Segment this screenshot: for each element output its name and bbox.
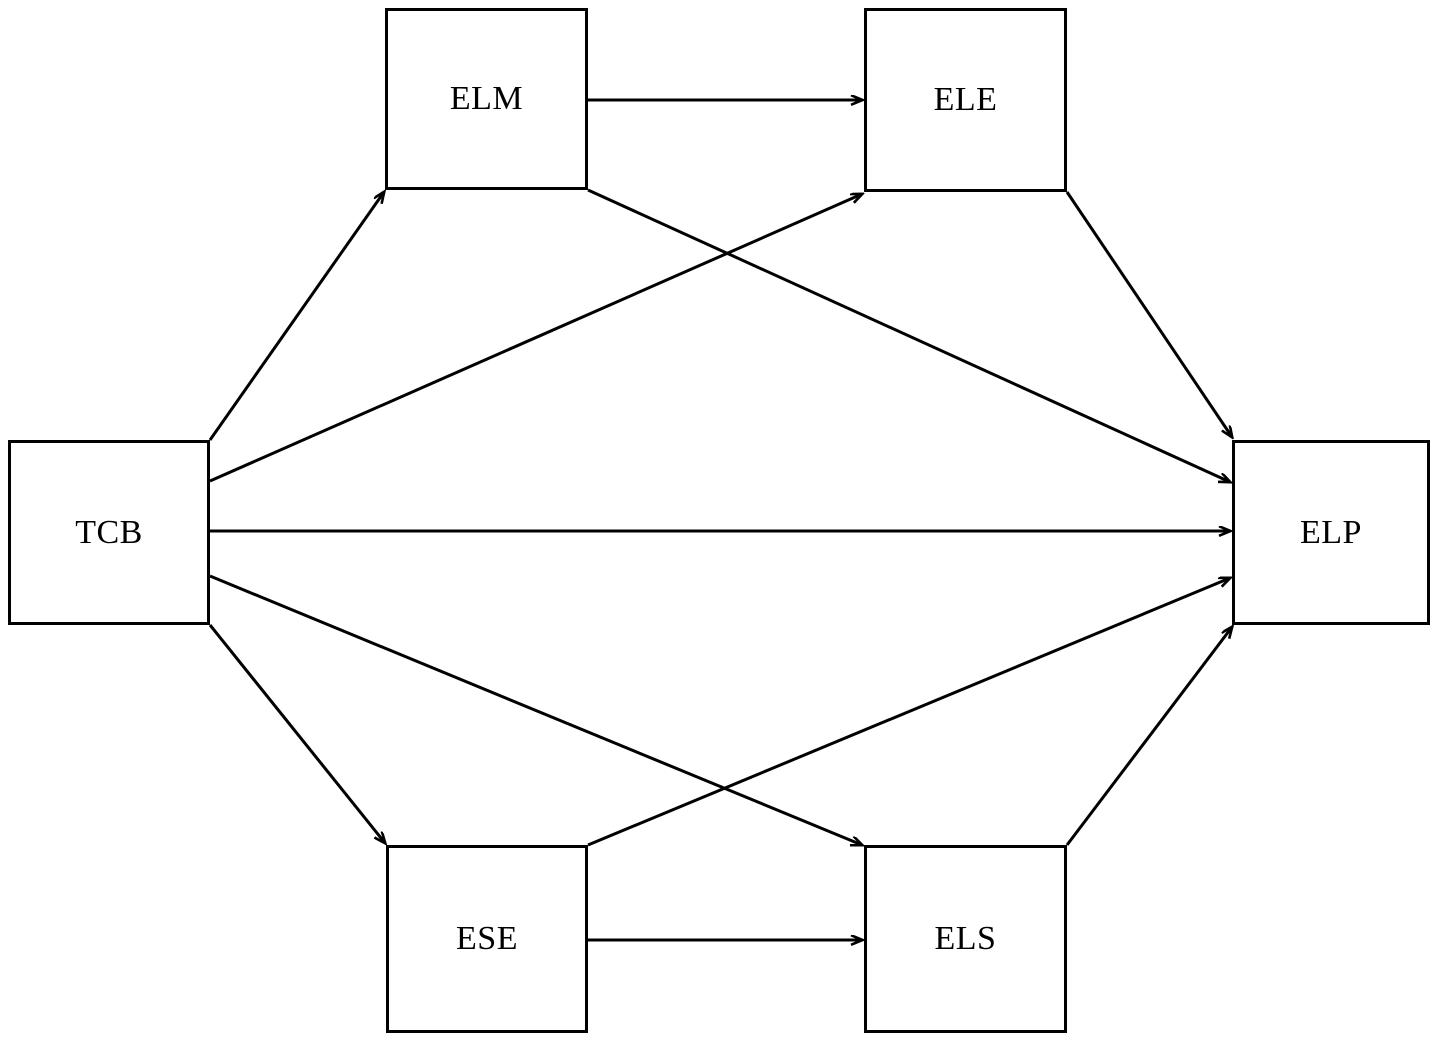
edge-tcb-to-ele [209,194,862,483]
node-ele[interactable]: ELE [864,8,1067,192]
edge-elm-to-elp [587,188,1230,482]
node-els-label: ELS [934,920,997,957]
node-ese-label: ESE [456,920,518,957]
node-elp-label: ELP [1300,513,1362,551]
node-els[interactable]: ELS [864,845,1067,1033]
node-elp[interactable]: ELP [1232,440,1430,625]
node-elm[interactable]: ELM [385,8,588,190]
edge-tcb-to-elm [208,192,384,441]
node-ele-label: ELE [933,81,998,118]
edge-tcb-to-ese [208,624,385,843]
edge-els-to-elp [1065,627,1232,846]
node-elm-label: ELM [449,80,524,117]
edge-ese-to-elp [587,578,1230,847]
node-tcb-label: TCB [75,513,143,551]
edge-group [208,100,1232,940]
node-ese[interactable]: ESE [386,845,588,1033]
edge-tcb-to-els [209,574,862,845]
node-tcb[interactable]: TCB [8,440,210,625]
edge-ele-to-elp [1065,191,1232,437]
